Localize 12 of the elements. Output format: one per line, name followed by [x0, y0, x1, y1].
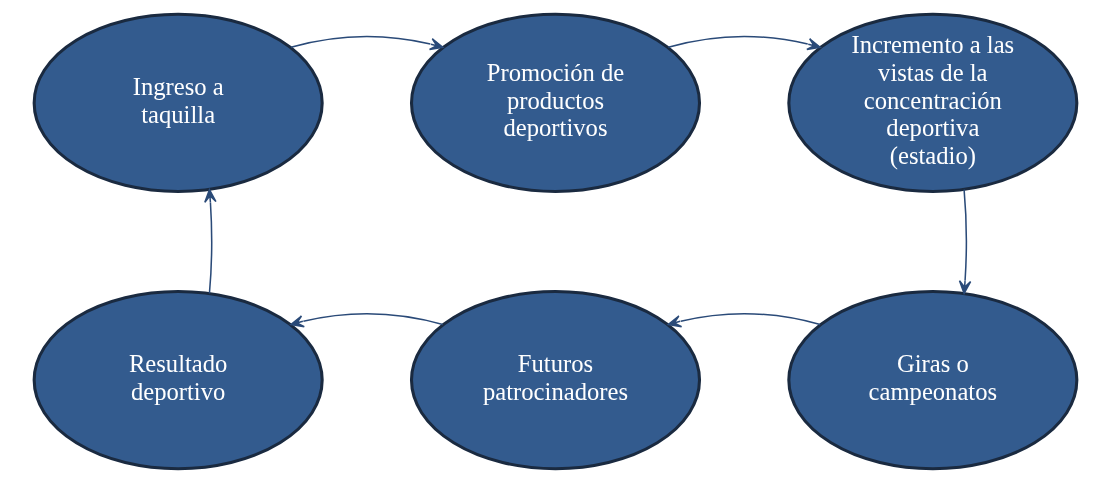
arrow [289, 35, 444, 51]
arrow [667, 35, 821, 51]
arrow [203, 188, 217, 295]
node-ellipse: Giras o campeonatos [786, 290, 1078, 471]
node-ellipse: Futuros patrocinadores [409, 290, 701, 471]
arrow [958, 188, 971, 295]
node-ellipse: Resultado deportivo [32, 290, 324, 471]
arrow [667, 313, 821, 328]
node-ellipse: Promoción de productos deportivos [409, 12, 701, 193]
node-ellipse: Ingreso a taquilla [32, 12, 324, 193]
arrow [289, 313, 444, 328]
node-ellipse: Incremento a las vistas de la concentración deportiva (estadio) [786, 12, 1078, 193]
